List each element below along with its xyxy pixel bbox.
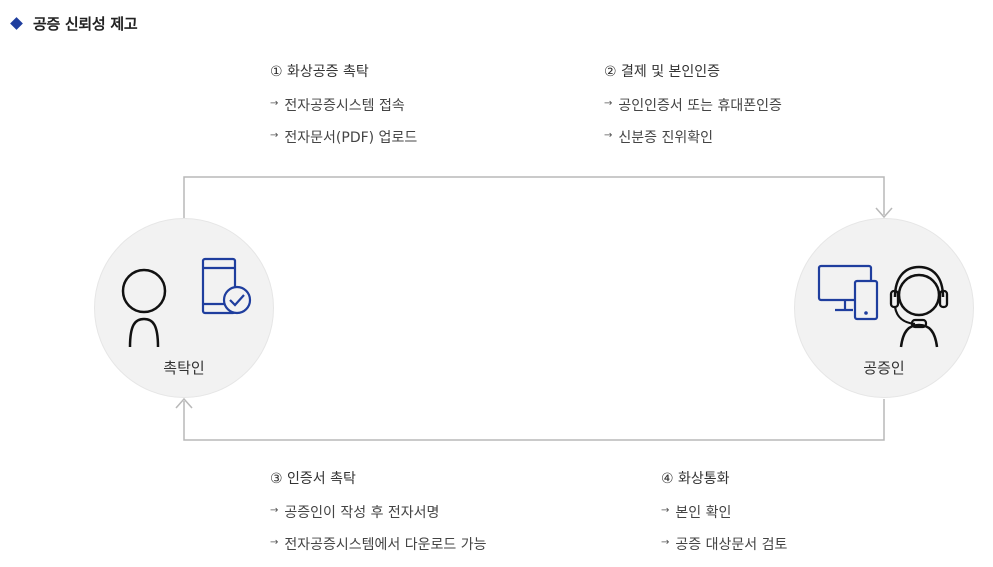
step-title: ④ 화상통화 [661, 471, 730, 487]
section-header: 공증 신뢰성 제고 [10, 13, 138, 34]
arrow-bullet-icon: → [270, 536, 279, 548]
step-item: → 본인 확인 [661, 502, 787, 522]
step-4: ④ 화상통화 → 본인 확인 → 공증 대상문서 검토 [661, 468, 787, 566]
step-item: → 공증인이 작성 후 전자서명 [270, 502, 487, 522]
step-title: ② 결제 및 본인인증 [604, 64, 721, 80]
step-item-text: 전자공증시스템에서 다운로드 가능 [284, 537, 487, 553]
step-item: → 공증 대상문서 검토 [661, 534, 787, 554]
bottom-flow-line [183, 399, 885, 441]
headset-agent-icon [889, 265, 949, 348]
step-item: → 신분증 진위확인 [604, 127, 782, 147]
step-item-text: 공증인이 작성 후 전자서명 [284, 505, 440, 521]
step-2: ② 결제 및 본인인증 → 공인인증서 또는 휴대폰인증 → 신분증 진위확인 [604, 61, 782, 159]
step-item: → 공인인증서 또는 휴대폰인증 [604, 95, 782, 115]
step-item: → 전자공증시스템에서 다운로드 가능 [270, 534, 487, 554]
arrow-bullet-icon: → [270, 504, 279, 516]
step-title: ③ 인증서 촉탁 [270, 471, 356, 487]
step-item: → 전자공증시스템 접속 [270, 95, 417, 115]
step-item-text: 전자문서(PDF) 업로드 [284, 130, 418, 146]
requester-label: 촉탁인 [163, 359, 205, 377]
step-1: ① 화상공증 촉탁 → 전자공증시스템 접속 → 전자문서(PDF) 업로드 [270, 61, 417, 159]
bottom-flow-arrowhead [175, 397, 193, 409]
arrow-bullet-icon: → [604, 97, 613, 109]
person-outline-icon [121, 268, 167, 348]
arrow-bullet-icon: → [661, 504, 670, 516]
section-title: 공증 신뢰성 제고 [33, 15, 138, 33]
step-item-text: 전자공증시스템 접속 [284, 98, 405, 114]
arrow-bullet-icon: → [661, 536, 670, 548]
step-item-text: 본인 확인 [675, 505, 732, 521]
mobile-check-icon [201, 257, 252, 315]
step-item: → 전자문서(PDF) 업로드 [270, 127, 417, 147]
top-flow-line [183, 176, 885, 218]
arrow-bullet-icon: → [270, 129, 279, 141]
notary-label: 공증인 [863, 359, 905, 377]
requester-node: 촉탁인 [94, 218, 274, 398]
step-item-text: 공인인증서 또는 휴대폰인증 [618, 98, 782, 114]
arrow-bullet-icon: → [604, 129, 613, 141]
notary-node: 공증인 [794, 218, 974, 398]
step-3: ③ 인증서 촉탁 → 공증인이 작성 후 전자서명 → 전자공증시스템에서 다운… [270, 468, 487, 566]
step-item-text: 공증 대상문서 검토 [675, 537, 788, 553]
arrow-bullet-icon: → [270, 97, 279, 109]
top-flow-arrowhead [875, 207, 893, 219]
step-item-text: 신분증 진위확인 [618, 130, 714, 146]
step-title: ① 화상공증 촉탁 [270, 64, 369, 80]
devices-icon [817, 264, 879, 321]
